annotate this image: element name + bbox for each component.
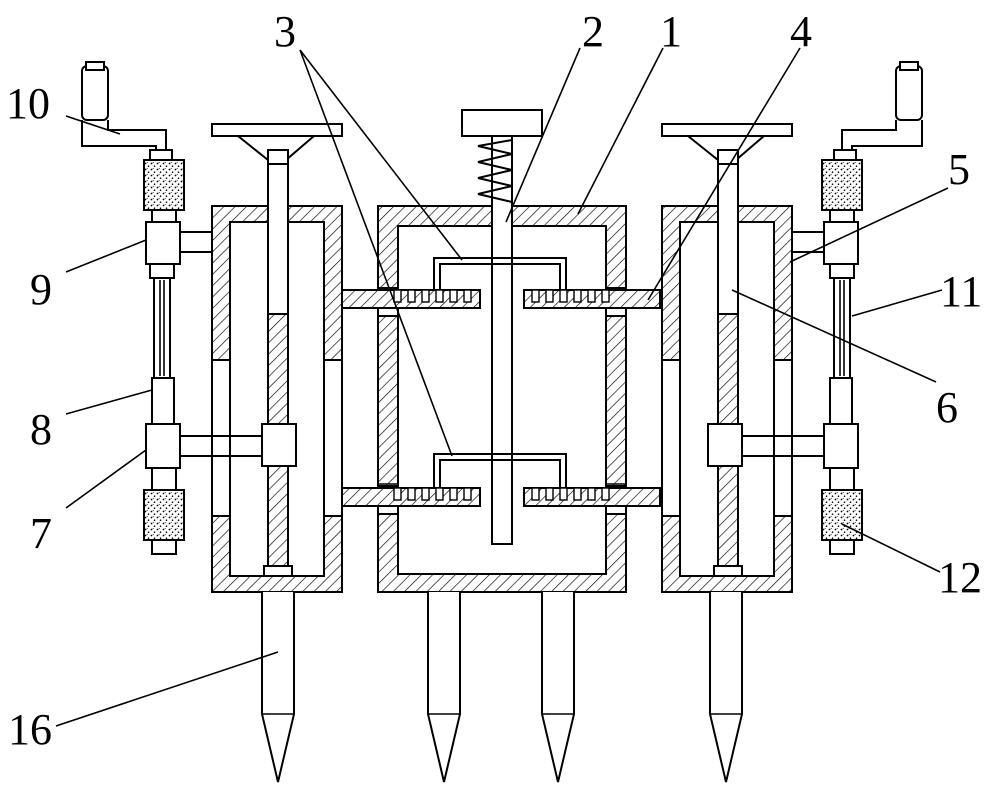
leader-lines xyxy=(55,47,949,727)
ground-spike-left xyxy=(261,592,295,783)
label-8: 8 xyxy=(30,405,52,454)
label-6: 6 xyxy=(936,383,958,432)
label-10: 10 xyxy=(6,79,50,128)
label-3: 3 xyxy=(274,7,296,56)
label-7: 7 xyxy=(30,509,52,558)
left-lead-screw xyxy=(211,123,343,577)
ground-spike-right xyxy=(709,592,743,783)
right-nut-block xyxy=(707,423,743,467)
label-4: 4 xyxy=(790,7,812,56)
gear-linkage xyxy=(433,257,567,492)
right-side-housing xyxy=(661,205,793,593)
center-spikes xyxy=(427,592,575,783)
label-11: 11 xyxy=(940,267,982,316)
center-rod xyxy=(461,109,543,545)
label-12: 12 xyxy=(938,553,982,602)
left-nut-block xyxy=(261,423,297,467)
part-labels: 1 2 3 4 5 6 7 8 9 10 11 12 16 xyxy=(6,7,982,754)
label-1: 1 xyxy=(660,7,682,56)
left-side-housing xyxy=(211,205,343,593)
right-lead-screw xyxy=(661,123,793,577)
left-telescopic-assembly xyxy=(81,61,262,555)
label-5: 5 xyxy=(948,145,970,194)
label-9: 9 xyxy=(30,265,52,314)
rack-bar xyxy=(341,289,661,507)
label-16: 16 xyxy=(8,705,52,754)
label-2: 2 xyxy=(582,7,604,56)
